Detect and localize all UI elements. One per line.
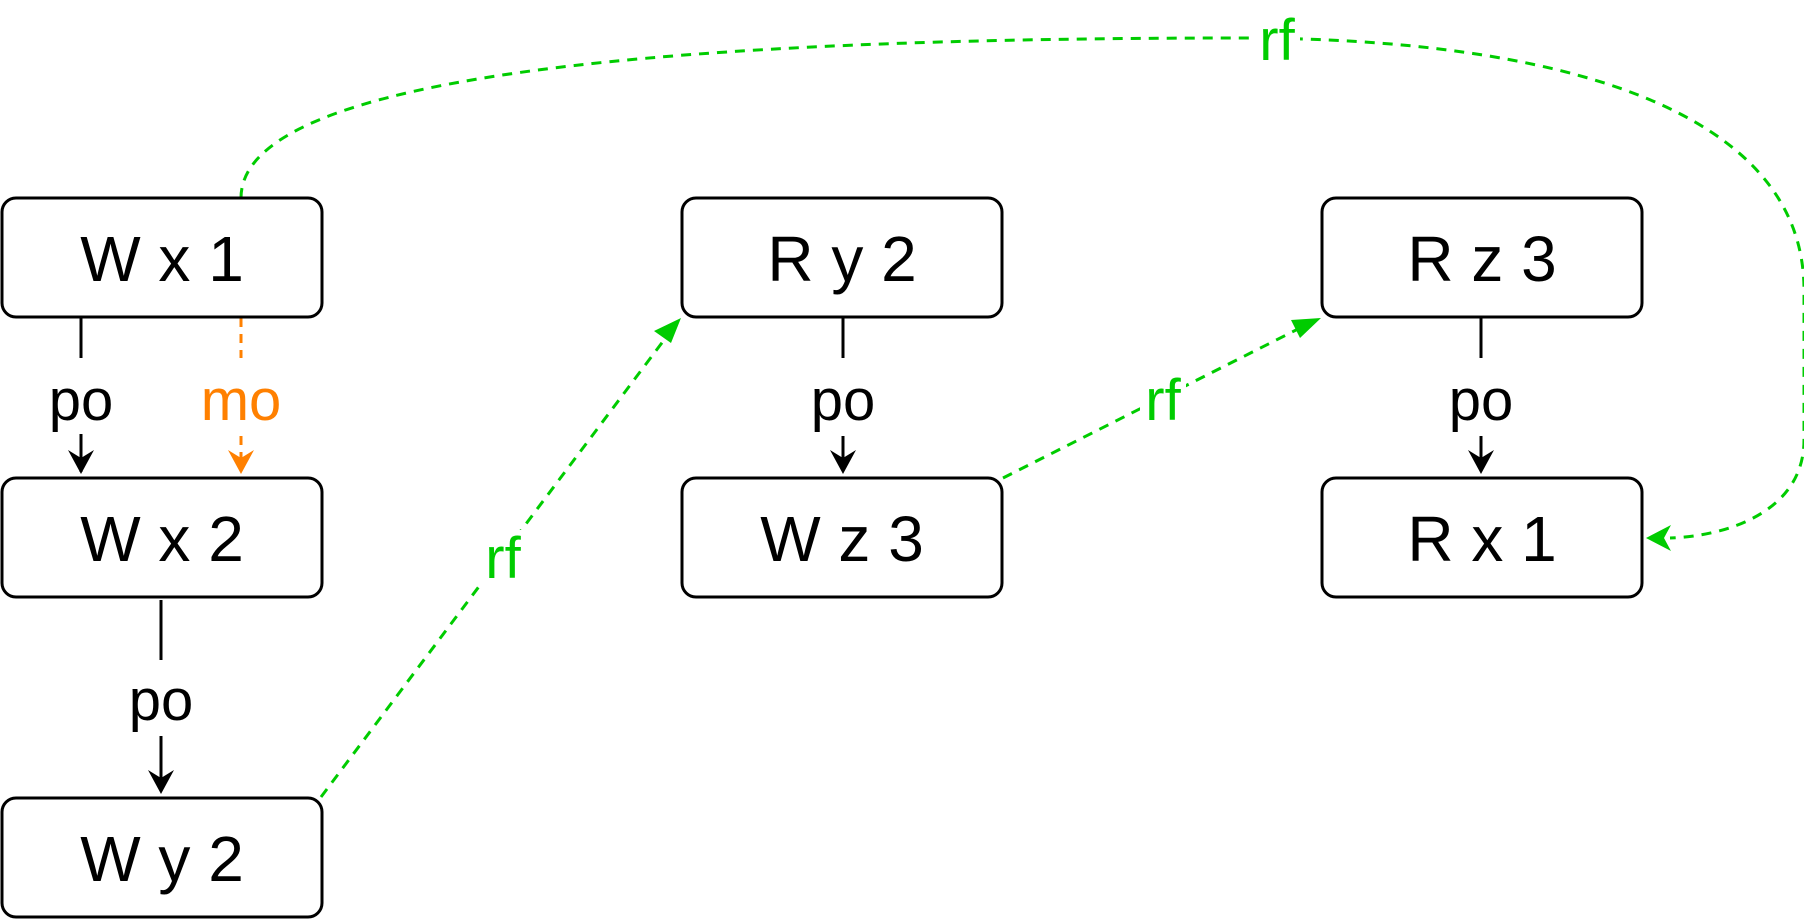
edge-po-ry2-wz3: po bbox=[811, 318, 876, 474]
node-r-x-1[interactable]: R x 1 bbox=[1320, 476, 1644, 599]
node-label: R y 2 bbox=[767, 223, 916, 295]
node-w-x-1[interactable]: W x 1 bbox=[0, 196, 324, 319]
edge-label-po: po bbox=[1449, 368, 1514, 433]
edge-label-po: po bbox=[49, 368, 114, 433]
node-label: W x 2 bbox=[80, 503, 244, 575]
edge-label-rf: rf bbox=[1145, 368, 1181, 433]
edge-label-po: po bbox=[129, 668, 194, 733]
node-label: W z 3 bbox=[760, 503, 924, 575]
node-label: R z 3 bbox=[1407, 223, 1556, 295]
edge-rf-wx1-rx1: rf bbox=[239, 8, 1804, 551]
edge-po-wx2-wy2: po bbox=[129, 600, 194, 794]
node-label: R x 1 bbox=[1407, 503, 1556, 575]
node-w-z-3[interactable]: W z 3 bbox=[680, 476, 1004, 599]
edge-label-rf: rf bbox=[485, 526, 521, 591]
edge-mo-wx1-wx2: mo bbox=[201, 318, 282, 474]
edge-po-rz3-rx1: po bbox=[1449, 318, 1514, 474]
node-label: W x 1 bbox=[80, 223, 244, 295]
node-r-y-2[interactable]: R y 2 bbox=[680, 196, 1004, 319]
edge-label-mo: mo bbox=[201, 368, 282, 433]
edge-rf-wz3-rz3: rf bbox=[1002, 318, 1321, 480]
edge-label-rf: rf bbox=[1259, 8, 1295, 73]
node-label: W y 2 bbox=[80, 823, 244, 895]
node-w-x-2[interactable]: W x 2 bbox=[0, 476, 324, 599]
edge-rf-wy2-ry2: rf bbox=[319, 318, 681, 798]
edge-label-po: po bbox=[811, 368, 876, 433]
edge-po-wx1-wx2: po bbox=[49, 318, 114, 474]
node-r-z-3[interactable]: R z 3 bbox=[1320, 196, 1644, 319]
node-w-y-2[interactable]: W y 2 bbox=[0, 796, 324, 919]
